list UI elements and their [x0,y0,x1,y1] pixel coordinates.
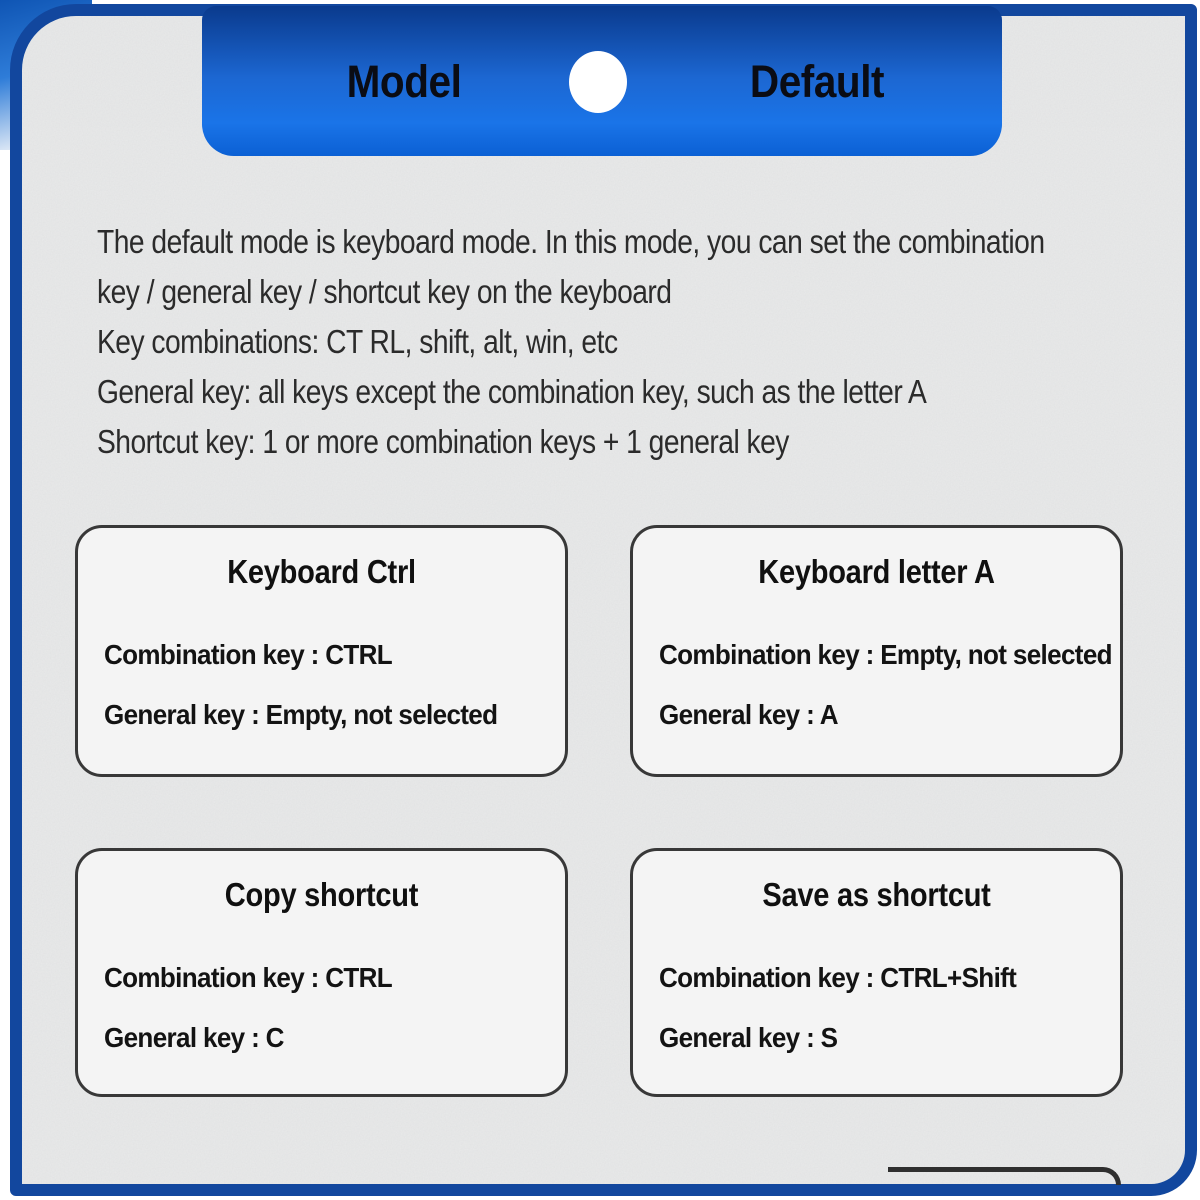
combination-key-line: Combination key : Empty, not selected [659,639,1113,670]
description-line-5: Shortcut key: 1 or more combination keys… [97,423,789,460]
mode-indicator-circle [569,51,627,113]
general-key-line: General key : C [104,1022,285,1053]
combination-key-line: Combination key : CTRL [104,962,393,993]
general-key-line: General key : Empty, not selected [104,699,498,730]
banner-label-model: Model [346,56,462,107]
description-line-2: key / general key / shortcut key on the … [97,273,672,310]
example-card-title: Copy shortcut [224,876,419,913]
combination-key-line: Combination key : CTRL [104,639,393,670]
general-key-line: General key : S [659,1022,838,1053]
description-line-4: General key: all keys except the combina… [97,373,927,410]
example-card-save-as-shortcut: Save as shortcut Combination key : CTRL+… [630,848,1123,1097]
mode-banner: Model Default [202,6,1002,156]
example-card-title: Keyboard letter A [758,553,995,590]
general-key-line: General key : A [659,699,839,730]
next-section-partial-box [888,1167,1121,1185]
banner-label-default: Default [749,56,885,107]
example-card-title: Save as shortcut [762,876,991,913]
description-line-3: Key combinations: CT RL, shift, alt, win… [97,323,618,360]
example-card-keyboard-letter-a: Keyboard letter A Combination key : Empt… [630,525,1123,777]
example-card-title: Keyboard Ctrl [227,553,416,590]
example-card-copy-shortcut: Copy shortcut Combination key : CTRL Gen… [75,848,568,1097]
combination-key-line: Combination key : CTRL+Shift [659,962,1017,993]
mode-description: The default mode is keyboard mode. In th… [97,217,1157,467]
description-line-1: The default mode is keyboard mode. In th… [97,223,1045,260]
example-card-keyboard-ctrl: Keyboard Ctrl Combination key : CTRL Gen… [75,525,568,777]
